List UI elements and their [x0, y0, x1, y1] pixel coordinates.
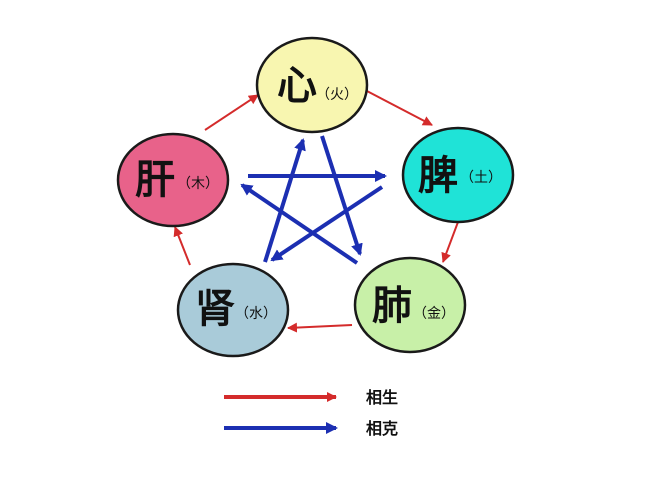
arrow-spleen-to-kidney: [270, 185, 384, 262]
node-liver-organ: 肝: [135, 157, 175, 203]
node-kidney-circle: [176, 262, 290, 358]
node-heart-circle: [255, 36, 369, 134]
arrow-kidney-to-liver: [173, 226, 191, 266]
node-spleen: 脾 （土）: [401, 126, 515, 224]
arrow-heart-to-spleen: [364, 89, 433, 126]
generating-arrows: [173, 89, 459, 333]
node-liver-circle: [116, 132, 230, 228]
legend-generating-label: 相生: [366, 388, 398, 407]
node-heart-organ: 心: [277, 63, 317, 109]
node-lung-element: （金）: [413, 306, 455, 322]
node-kidney: 肾 （水）: [176, 262, 290, 358]
node-lung-organ: 肺: [372, 283, 412, 329]
arrow-lung-to-liver: [240, 183, 359, 265]
node-spleen-element: （土）: [460, 170, 502, 186]
node-liver: 肝 （木）: [116, 132, 230, 228]
node-heart-element: （火）: [316, 87, 358, 103]
node-kidney-element: （水）: [235, 306, 277, 322]
legend-controlling-label: 相克: [366, 419, 398, 438]
node-liver-element: （木）: [177, 176, 219, 192]
arrow-liver-to-heart: [204, 94, 259, 131]
arrow-kidney-to-heart: [263, 138, 306, 263]
node-kidney-organ: 肾: [195, 286, 235, 332]
arrow-spleen-to-lung: [441, 221, 459, 263]
arrow-heart-to-lung: [320, 135, 363, 256]
legend: 相生 相克: [224, 388, 398, 438]
node-spleen-circle: [401, 126, 515, 224]
arrow-lung-to-kidney: [287, 322, 353, 333]
node-lung: 肺 （金）: [353, 256, 467, 354]
node-heart: 心 （火）: [255, 36, 369, 134]
node-spleen-organ: 脾: [418, 153, 458, 199]
controlling-arrows: [240, 135, 387, 265]
node-lung-circle: [353, 256, 467, 354]
